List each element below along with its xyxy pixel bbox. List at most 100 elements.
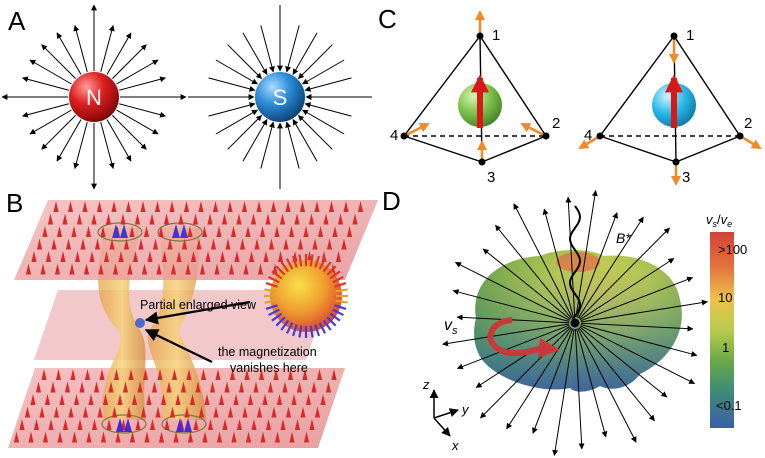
hedgehog-spike — [264, 288, 277, 293]
hedgehog-spike — [291, 255, 298, 268]
colorbar-tick-10: 10 — [718, 290, 732, 305]
field-line-in — [292, 118, 318, 162]
hedgehog-spike — [322, 261, 332, 273]
spin-cone — [323, 213, 329, 225]
spin-cone — [219, 251, 226, 262]
spin-cone — [294, 213, 300, 225]
spin-cone — [280, 419, 286, 430]
hedgehog-spike — [322, 319, 332, 331]
spin-cone — [91, 213, 97, 225]
field-line — [506, 327, 573, 430]
spin-cone — [256, 201, 262, 212]
hedgehog-spike — [335, 288, 348, 293]
field-line-out — [29, 109, 72, 135]
spin-cone — [151, 381, 158, 393]
field-line-in — [260, 121, 275, 169]
spin-cone — [222, 419, 228, 430]
panel-c: 1 2 3 4 1 2 3 4 — [390, 10, 762, 186]
field-line-out — [56, 119, 82, 162]
field-line-in — [285, 121, 300, 169]
colorbar-tick-1: 1 — [722, 340, 729, 355]
spin-cone — [93, 381, 100, 393]
panel-a: N S — [1, 4, 372, 190]
spin-cone — [125, 201, 132, 212]
hedgehog-spike — [298, 254, 303, 267]
field-line — [565, 196, 576, 318]
spin-cone — [50, 381, 56, 393]
hedgehog-spike — [332, 308, 344, 317]
field-line — [577, 216, 644, 319]
colorbar-tick-100: >100 — [718, 242, 747, 257]
hedgehog-spike — [309, 325, 314, 338]
colorbar-tick-01: <0.1 — [716, 398, 742, 413]
spin-cone — [140, 201, 146, 212]
hedgehog-spike — [265, 281, 278, 288]
hedgehog-spike — [329, 312, 341, 322]
spin-cone — [48, 419, 54, 430]
vertex-label-1-right: 1 — [686, 27, 694, 44]
spin-cone — [89, 251, 95, 262]
spin-cone — [228, 263, 235, 275]
spin-cone — [238, 381, 245, 393]
rotation-arrow — [487, 317, 543, 357]
spin-cone — [42, 431, 49, 443]
field-line-out — [106, 119, 132, 162]
field-line — [454, 262, 570, 321]
south-pole-sphere — [255, 72, 305, 122]
hedgehog-spike — [326, 265, 337, 276]
colorbar: vs/ve >100 10 1 <0.1 — [706, 212, 747, 428]
spin-cone — [36, 238, 43, 250]
spin-cone — [224, 381, 230, 393]
spin-cone — [156, 263, 162, 275]
spin-cone — [263, 251, 269, 262]
spin-cone — [60, 251, 66, 262]
panel-letter-a: A — [8, 6, 26, 36]
spin-cone — [98, 263, 104, 275]
spin-cone — [69, 263, 75, 275]
hedgehog-spike — [285, 322, 294, 334]
spin-cone — [82, 201, 88, 212]
spin-cone — [167, 238, 173, 250]
field-line — [575, 190, 598, 318]
spin-cone — [132, 251, 139, 262]
spin-cone — [234, 251, 240, 262]
spin-cone — [74, 251, 81, 262]
hedgehog-spike — [314, 324, 321, 337]
core-spins-top — [112, 224, 188, 238]
spin-cone — [221, 213, 228, 225]
spin-cone — [296, 381, 303, 393]
hedgehog-spike — [329, 270, 341, 280]
hedgehog-spike — [268, 308, 280, 317]
spin-cone — [67, 201, 74, 212]
field-line-in — [304, 102, 352, 117]
spin-cone — [251, 419, 257, 430]
spin-cone — [186, 369, 192, 380]
hedgehog-spike — [335, 299, 348, 304]
field-line-in — [208, 102, 256, 117]
spin-cone — [243, 263, 249, 275]
spin-cone — [294, 419, 301, 430]
spin-cone — [111, 406, 118, 418]
orange-arrow-4-right — [578, 134, 601, 150]
spin-cone — [233, 394, 239, 405]
spin-cone — [141, 263, 148, 275]
spin-cone — [328, 201, 335, 212]
spin-cone — [24, 406, 31, 418]
spin-cone — [230, 226, 237, 237]
spin-cone — [80, 238, 86, 250]
spin-cone — [256, 406, 263, 418]
north-pole-sphere — [69, 72, 119, 122]
hedgehog-spike — [318, 322, 327, 334]
spin-cone — [180, 381, 187, 393]
field-line — [542, 208, 574, 318]
field-line-in — [285, 25, 300, 73]
tetrahedron-left: 1 2 3 4 — [390, 10, 560, 186]
spin-cone — [149, 213, 155, 225]
spin-cone — [242, 406, 248, 418]
spin-cone — [316, 369, 323, 380]
spin-cone — [82, 406, 89, 418]
field-line-out — [41, 44, 76, 79]
spin-cone — [123, 238, 130, 250]
field-line-in — [301, 59, 345, 85]
hedgehog-spike — [275, 265, 286, 276]
